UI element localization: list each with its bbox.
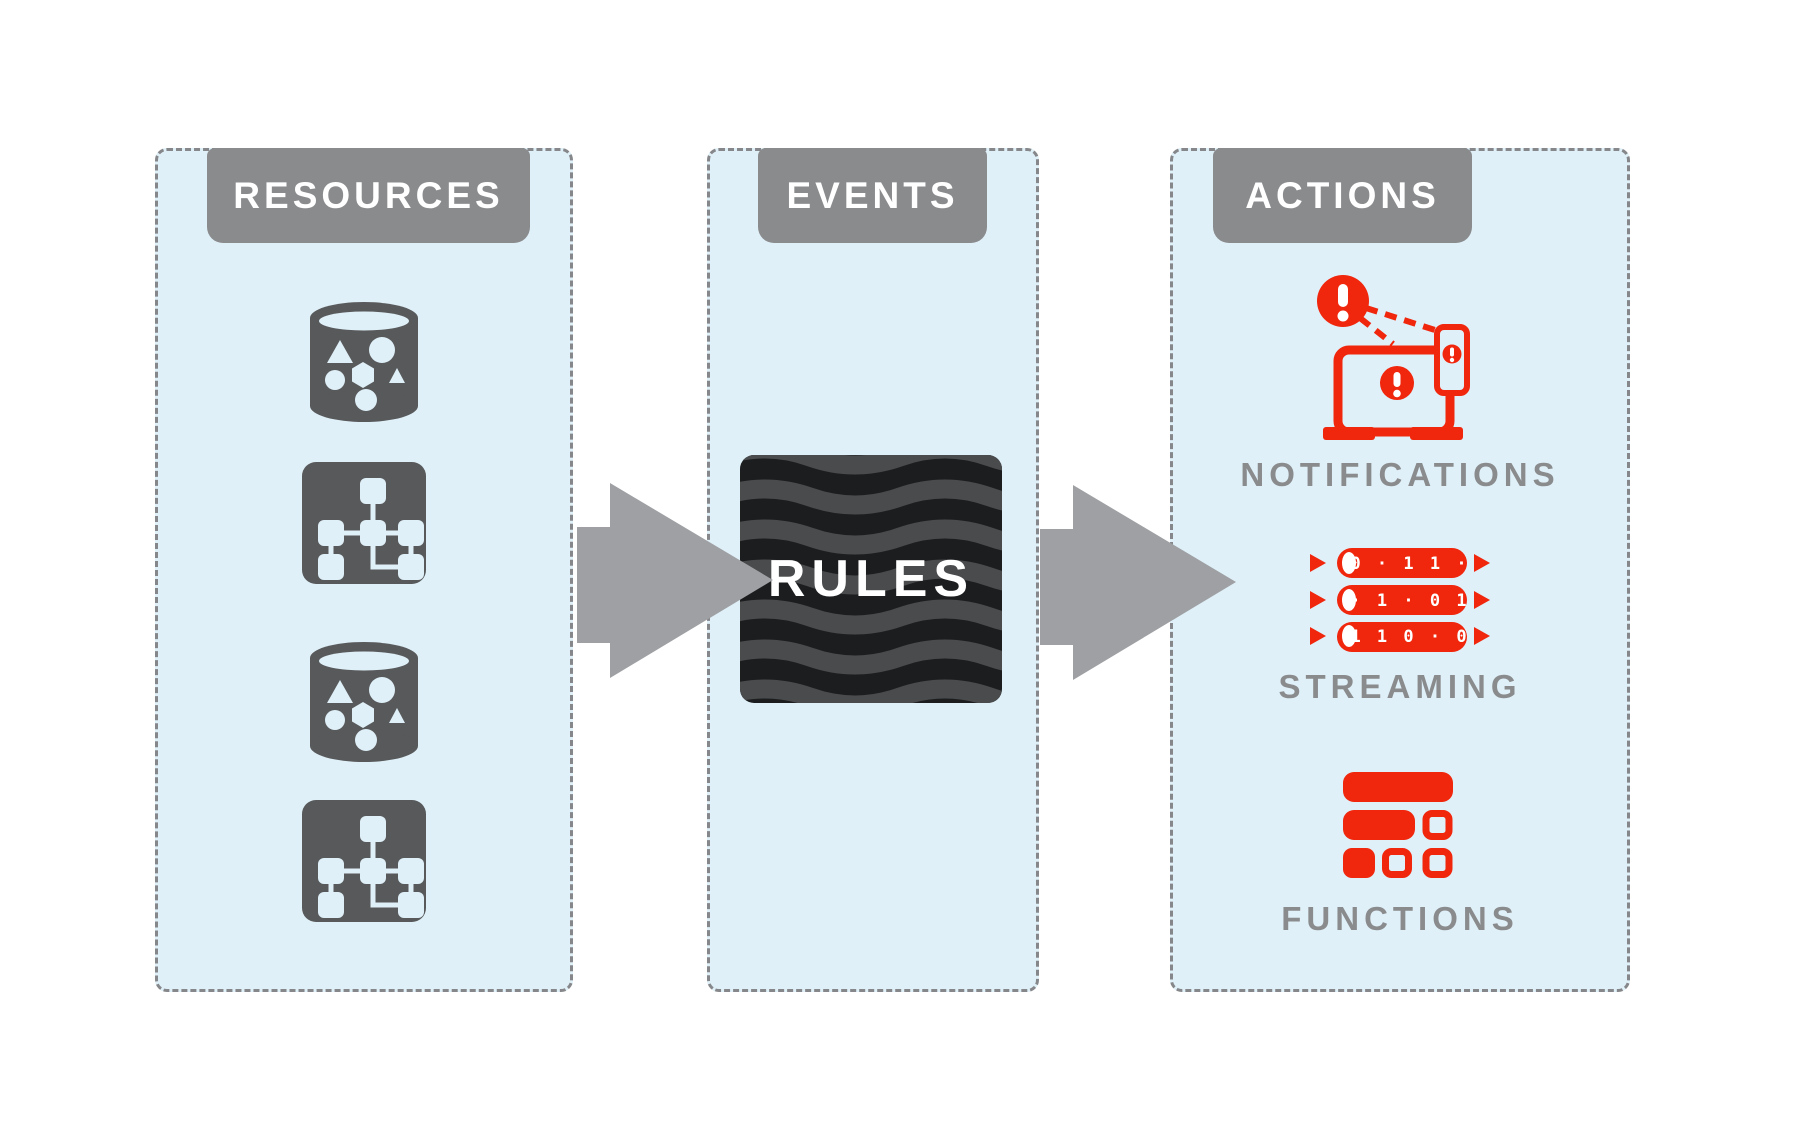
schema-icon <box>302 462 426 584</box>
streaming-bits-row: · 1 · 0 1 <box>1350 591 1469 611</box>
streaming-icon: 0 · 1 1 · · 1 · 0 1 1 1 0 · 0 <box>1310 548 1490 652</box>
waves-pattern <box>740 455 1002 703</box>
resources-header-badge: RESOURCES <box>207 148 530 243</box>
streaming-label: STREAMING <box>1278 668 1522 705</box>
resources-header-label: RESOURCES <box>233 174 504 216</box>
actions-header-label: ACTIONS <box>1245 174 1440 216</box>
database-icon <box>310 642 418 762</box>
streaming-bits-row: 0 · 1 1 · <box>1350 554 1469 574</box>
events-header-label: EVENTS <box>786 174 959 216</box>
notifications-label: NOTIFICATIONS <box>1240 456 1560 493</box>
database-icon <box>310 302 418 422</box>
actions-header-badge: ACTIONS <box>1213 148 1472 243</box>
notifications-alert-icon <box>1317 275 1470 440</box>
streaming-bits-row: 1 1 0 · 0 <box>1350 627 1469 647</box>
rules-label: RULES <box>767 550 975 608</box>
functions-icon <box>1343 772 1453 878</box>
rules-box: RULES <box>740 455 1002 703</box>
events-header-badge: EVENTS <box>758 148 987 243</box>
functions-label: FUNCTIONS <box>1281 900 1519 937</box>
schema-icon <box>302 800 426 922</box>
